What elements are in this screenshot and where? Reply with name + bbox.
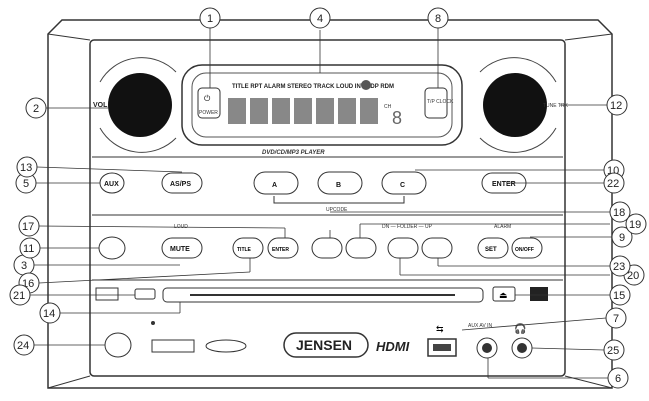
set-button[interactable] (477, 237, 509, 259)
b-button[interactable] (317, 171, 363, 195)
enter2-button[interactable] (267, 237, 299, 259)
c-label: C (400, 182, 405, 189)
onoff-button[interactable] (511, 237, 543, 259)
display-segments: TITLE RPT ALARM STEREO TRACK LOUD INT RD… (232, 84, 394, 90)
callout-22: 22 (607, 178, 619, 190)
folder-label: DN — FOLDER — UP (382, 224, 433, 230)
small-button-21[interactable] (134, 288, 156, 300)
disc-icon (361, 80, 371, 90)
title-button[interactable] (232, 237, 264, 259)
callout-4: 4 (317, 13, 323, 25)
callout-21: 21 (13, 290, 25, 302)
a-label: A (272, 182, 277, 189)
faceplate (89, 39, 566, 377)
headphone-icon: 🎧 (514, 322, 526, 335)
tp-label: T/P CLOCK (427, 99, 454, 105)
callout-15: 15 (613, 290, 625, 302)
callout-13: 13 (20, 162, 32, 174)
hdmi-logo: HDMI (376, 339, 410, 354)
set-label: SET (485, 247, 497, 253)
usb-icon: ⇆ (436, 324, 444, 334)
tune-knob[interactable] (479, 57, 557, 153)
reset-button[interactable] (104, 332, 132, 358)
title-label: TITLE (237, 247, 252, 253)
eject-round-button[interactable] (98, 236, 126, 260)
volume-knob[interactable] (99, 57, 177, 153)
callout-17: 17 (22, 221, 34, 233)
mute-label: MUTE (170, 246, 190, 253)
as-ps-label: AS/PS (170, 181, 191, 188)
callout-23: 23 (613, 261, 625, 273)
volume-label: VOL (93, 102, 108, 109)
folder-dn-button[interactable] (387, 237, 419, 259)
callout-9: 9 (619, 232, 625, 244)
brand-logo (283, 332, 369, 358)
onoff-label: ON/OFF (515, 247, 534, 253)
a-button[interactable] (253, 171, 299, 195)
disc-logo (530, 287, 548, 301)
next-button[interactable] (345, 237, 377, 259)
callout-5: 5 (23, 178, 29, 190)
callout-8: 8 (435, 13, 441, 25)
as-ps-button[interactable] (161, 172, 203, 194)
jack-label: AUX AV IN (468, 323, 492, 329)
display-digit: 8 (392, 108, 402, 128)
callout-20: 20 (627, 270, 639, 282)
eject-button[interactable] (492, 286, 516, 302)
power-icon: ⏻ (204, 94, 211, 103)
tp-clock-button[interactable] (424, 87, 448, 119)
callout-18: 18 (613, 207, 625, 219)
callout-25: 25 (607, 345, 619, 357)
display-ch: CH (384, 104, 392, 110)
dvd-logo (95, 287, 119, 301)
callout-6: 6 (615, 373, 621, 385)
c-button[interactable] (381, 171, 427, 195)
callout-24: 24 (17, 340, 29, 352)
callout-14: 14 (43, 308, 55, 320)
callout-7: 7 (613, 313, 619, 325)
alarm-label: ALARM (494, 224, 511, 230)
lcd-digits (228, 98, 378, 124)
power-label: POWER (199, 110, 218, 116)
display-window (181, 64, 463, 146)
leader-lines (30, 28, 615, 379)
callout-2: 2 (33, 103, 39, 115)
power-button[interactable] (197, 87, 221, 119)
callout-1: 1 (207, 13, 213, 25)
folder-up-button[interactable] (421, 237, 453, 259)
b-label: B (336, 182, 341, 189)
aux-label: AUX (104, 181, 119, 188)
callouts: 1 2 3 4 5 6 7 8 9 10 11 12 13 14 15 16 1… (9, 7, 647, 389)
enter-label: ENTER (492, 181, 516, 188)
callout-19: 19 (629, 219, 641, 231)
dolby-logo (151, 339, 195, 353)
callout-12: 12 (610, 100, 622, 112)
model-text: DVD/CD/MP3 PLAYER (262, 150, 325, 156)
upcode-label: UPCODE (326, 207, 348, 213)
callout-11: 11 (23, 243, 34, 255)
prev-button[interactable] (311, 237, 343, 259)
brand-text: JENSEN (296, 337, 352, 353)
callout-3: 3 (21, 260, 27, 272)
eject-icon: ⏏ (499, 290, 508, 300)
tune-label: TUNE TRK (543, 103, 569, 109)
enter2-label: ENTER (272, 247, 289, 253)
mp3-logo (205, 339, 247, 353)
mute-button[interactable] (161, 237, 203, 259)
